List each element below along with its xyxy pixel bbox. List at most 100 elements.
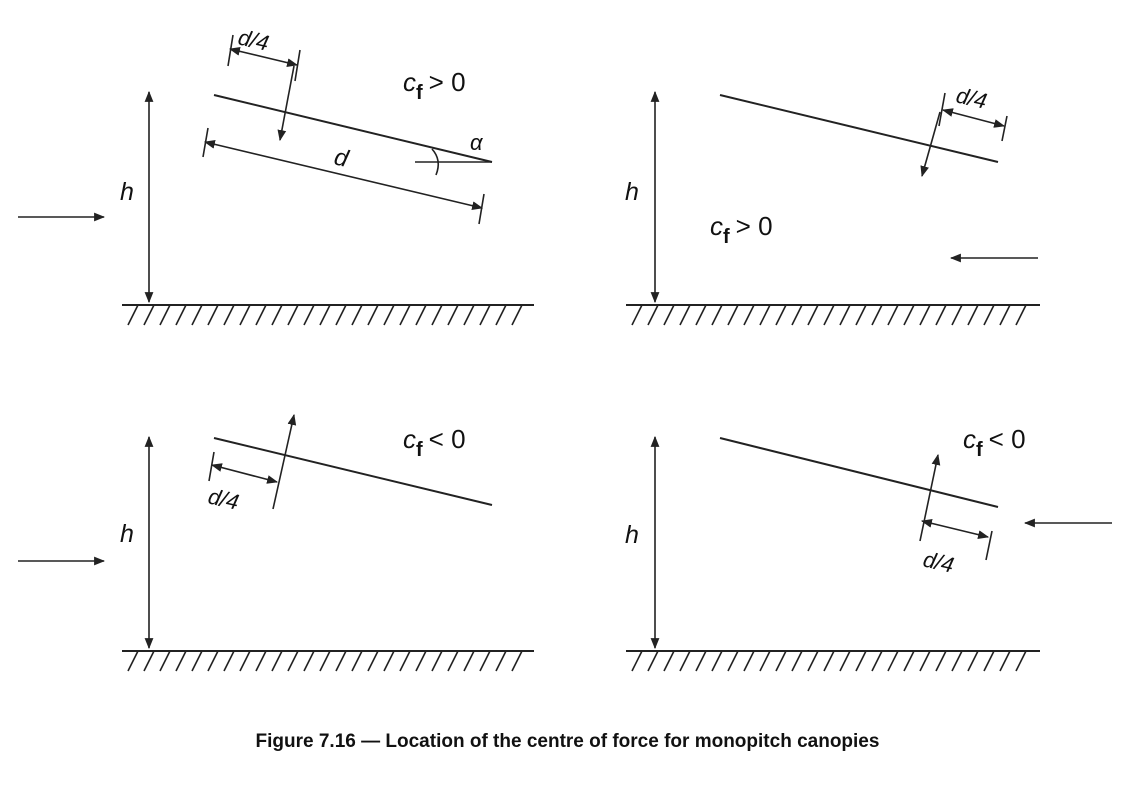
quarter-depth-tick xyxy=(227,34,234,67)
resultant-force-arrow xyxy=(919,453,941,542)
depth-dimension-arrow xyxy=(203,140,484,210)
force-coefficient-label: cf< 0 xyxy=(403,424,466,461)
hatch-mark xyxy=(807,304,819,326)
hatch-mark xyxy=(631,304,643,326)
hatch-mark xyxy=(983,650,995,672)
hatch-mark xyxy=(903,304,915,326)
hatch-mark xyxy=(383,304,395,326)
figure-caption: Figure 7.16 — Location of the centre of … xyxy=(255,731,880,752)
quarter-depth-dimension-arrow xyxy=(920,519,990,539)
hatch-mark xyxy=(223,650,235,672)
hatch-mark xyxy=(335,304,347,326)
hatch-mark xyxy=(399,650,411,672)
resultant-force-arrow xyxy=(277,65,295,142)
hatch-mark xyxy=(255,304,267,326)
hatch-mark xyxy=(303,304,315,326)
hatch-mark xyxy=(807,650,819,672)
panel-bottom-right: h d/4 cf< 0 xyxy=(625,424,1112,672)
angle-label: α xyxy=(470,130,484,155)
hatch-mark xyxy=(351,650,363,672)
hatch-mark xyxy=(207,304,219,326)
resultant-force-arrow xyxy=(920,111,941,178)
hatch-mark xyxy=(191,304,203,326)
canopy-roof xyxy=(719,437,999,508)
hatch-mark xyxy=(711,304,723,326)
hatch-mark xyxy=(631,650,643,672)
hatch-mark xyxy=(647,304,659,326)
hatch-mark xyxy=(759,650,771,672)
resultant-force-arrow xyxy=(272,413,297,510)
hatch-mark xyxy=(367,650,379,672)
hatch-mark xyxy=(511,304,523,326)
hatch-mark xyxy=(127,304,139,326)
hatch-mark xyxy=(727,650,739,672)
hatch-mark xyxy=(479,304,491,326)
hatch-mark xyxy=(1015,304,1027,326)
hatch-mark xyxy=(919,304,931,326)
height-label: h xyxy=(120,520,134,548)
depth-tick xyxy=(478,193,485,225)
depth-label: d xyxy=(332,144,352,173)
force-coefficient-label: cf> 0 xyxy=(710,211,773,248)
hatch-mark xyxy=(495,650,507,672)
hatch-mark xyxy=(495,304,507,326)
hatch-mark xyxy=(679,650,691,672)
hatch-mark xyxy=(887,304,899,326)
hatch-mark xyxy=(951,304,963,326)
hatch-mark xyxy=(951,650,963,672)
hatch-mark xyxy=(191,650,203,672)
hatch-mark xyxy=(999,304,1011,326)
hatch-mark xyxy=(775,304,787,326)
force-coefficient-label: cf> 0 xyxy=(403,67,466,104)
quarter-depth-dimension-arrow xyxy=(228,47,299,67)
hatch-mark xyxy=(679,304,691,326)
hatch-mark xyxy=(663,304,675,326)
hatch-mark xyxy=(839,304,851,326)
hatch-mark xyxy=(727,304,739,326)
hatch-mark xyxy=(775,650,787,672)
canopy-roof xyxy=(213,94,493,163)
ground-hatching xyxy=(631,650,1027,672)
hatch-mark xyxy=(823,650,835,672)
hatch-mark xyxy=(447,304,459,326)
height-label: h xyxy=(625,178,639,206)
hatch-mark xyxy=(935,304,947,326)
hatch-mark xyxy=(367,304,379,326)
hatch-mark xyxy=(143,304,155,326)
hatch-mark xyxy=(695,304,707,326)
hatch-mark xyxy=(287,304,299,326)
quarter-depth-label: d/4 xyxy=(206,484,241,515)
hatch-mark xyxy=(175,650,187,672)
height-label: h xyxy=(120,178,134,206)
hatch-mark xyxy=(159,650,171,672)
hatch-mark xyxy=(743,650,755,672)
hatch-mark xyxy=(287,650,299,672)
panel-top-left: h α d/4 d cf> 0 xyxy=(18,25,534,326)
hatch-mark xyxy=(271,304,283,326)
hatch-mark xyxy=(967,304,979,326)
hatch-mark xyxy=(431,304,443,326)
hatch-mark xyxy=(463,650,475,672)
hatch-mark xyxy=(935,650,947,672)
hatch-mark xyxy=(759,304,771,326)
hatch-mark xyxy=(223,304,235,326)
hatch-mark xyxy=(319,650,331,672)
hatch-mark xyxy=(511,650,523,672)
hatch-mark xyxy=(383,650,395,672)
hatch-mark xyxy=(415,304,427,326)
hatch-mark xyxy=(415,650,427,672)
hatch-mark xyxy=(143,650,155,672)
hatch-mark xyxy=(239,650,251,672)
hatch-mark xyxy=(711,650,723,672)
hatch-mark xyxy=(855,304,867,326)
hatch-mark xyxy=(823,304,835,326)
hatch-mark xyxy=(743,304,755,326)
ground-hatching xyxy=(631,304,1027,326)
quarter-depth-tick xyxy=(985,530,993,561)
ground-hatching xyxy=(127,650,523,672)
hatch-mark xyxy=(175,304,187,326)
hatch-mark xyxy=(647,650,659,672)
quarter-depth-tick xyxy=(208,451,215,482)
hatch-mark xyxy=(903,650,915,672)
